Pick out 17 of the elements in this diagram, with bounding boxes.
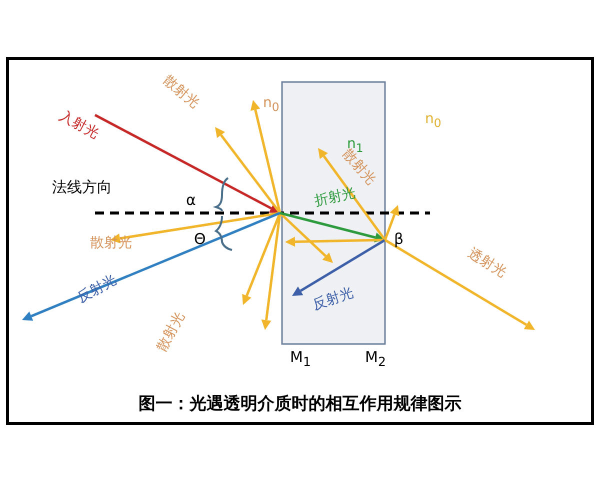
surface-label: M$_{1}$: [290, 350, 311, 368]
ray-label: 透射光: [465, 246, 509, 280]
angle-label: α: [186, 193, 196, 208]
angle-label: β: [394, 232, 404, 247]
figure-caption: 图一：光遇透明介质时的相互作用规律图示: [138, 393, 462, 415]
angle-label: Θ: [194, 232, 206, 247]
surface-label: M$_{2}$: [365, 350, 386, 368]
refractive-index-label: n$_{0}$: [425, 112, 442, 130]
ray-label: 折射光: [313, 186, 357, 208]
ray-label: 散射光: [154, 310, 188, 354]
ray-label: 入射光: [57, 108, 101, 142]
ray-label: 散射光: [90, 236, 132, 250]
ray-label: 反射光: [310, 286, 356, 312]
ray-label: 反射光: [75, 272, 119, 306]
ray-label: 散射光: [160, 73, 202, 111]
refractive-index-label: n$_{0}$: [263, 96, 280, 114]
normal-line-label: 法线方向: [52, 180, 112, 195]
